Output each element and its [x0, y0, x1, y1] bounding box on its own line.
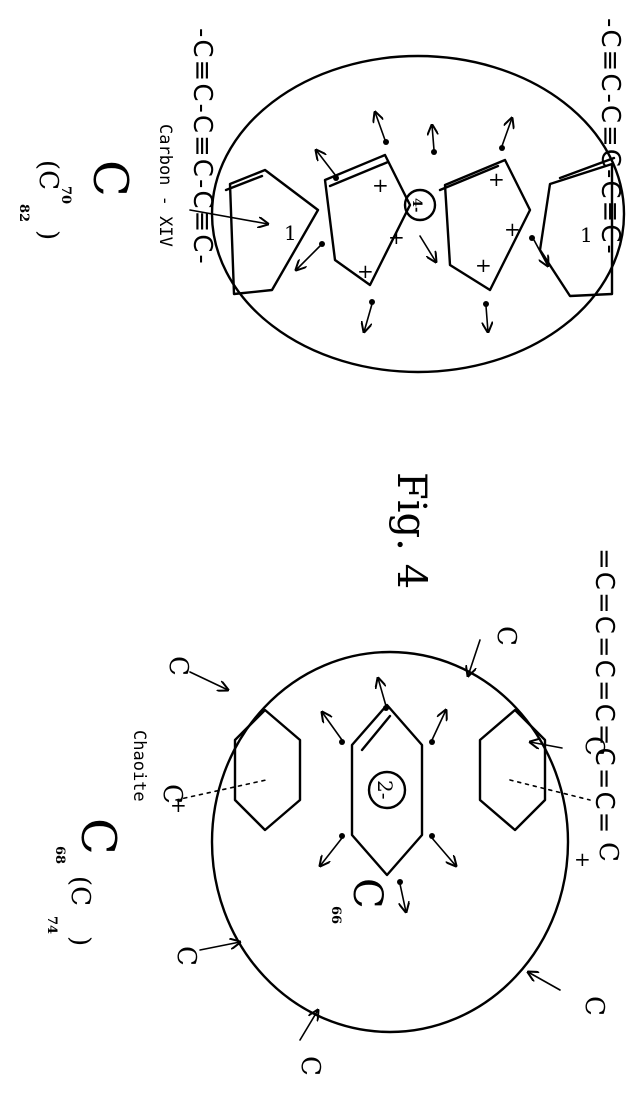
formula-c68: C	[70, 818, 126, 855]
arrow	[199, 942, 240, 951]
center-charge-circle	[367, 770, 407, 810]
arrow	[419, 235, 436, 262]
electron-dot	[429, 739, 435, 745]
arrow	[400, 883, 406, 912]
arrow	[431, 837, 456, 866]
plus-charge: +	[372, 173, 389, 197]
arrow	[468, 639, 481, 676]
formula-c82-close: )	[33, 230, 63, 240]
plus-charge: +	[504, 217, 521, 241]
formula-c74-close: )	[65, 936, 95, 946]
chaoite-formula: C 68 (C 74 )	[44, 818, 126, 946]
dotted-bond	[175, 779, 267, 801]
pentagon-upper-right	[538, 162, 614, 298]
radical-c: C	[295, 1056, 325, 1076]
chaoite-label: Chaoite	[129, 730, 149, 802]
electron-dot	[319, 241, 325, 247]
inner-pentagon-left	[323, 153, 412, 287]
arrow	[533, 239, 548, 266]
hexagon-left	[233, 708, 302, 832]
inner-formula-c66: C	[344, 878, 390, 909]
label-pointer-arrow	[189, 209, 268, 224]
electron-dot	[369, 299, 375, 305]
edge-charge-label-right: 1	[580, 223, 593, 247]
electron-dot	[339, 833, 345, 839]
carbon-cage-ellipse	[210, 54, 626, 374]
figure-label: Fig. 4	[388, 472, 434, 589]
formula-c68-subscript: 68	[52, 846, 67, 864]
inner-pentagon-left-double	[328, 160, 390, 188]
pentagon-upper-left	[228, 168, 320, 296]
plus-charge: +	[488, 167, 505, 191]
radical-carbons: C C C C C C C C + +	[157, 626, 623, 1076]
radical-c: C	[491, 626, 521, 646]
electron-arrows	[320, 678, 456, 912]
arrow	[320, 837, 343, 866]
chain-top: -C≡C-C≡C-C≡C-	[595, 18, 625, 256]
cumulene-chain: =C=C=C=C=C=C=	[589, 548, 619, 835]
formula-c82-subscript: 82	[16, 204, 31, 222]
dotted-bond	[509, 779, 591, 801]
hexagon-right	[478, 708, 547, 832]
pentagon-upper-right-double	[558, 156, 616, 180]
formula-c70: C	[82, 160, 138, 197]
hexagon-center-double	[360, 714, 392, 752]
radical-c: C	[579, 736, 609, 756]
hexagon-center	[350, 703, 424, 877]
arrow	[316, 150, 337, 177]
arrow	[299, 1010, 318, 1041]
formula-c70-subscript: 70	[58, 186, 73, 204]
plus-charge: +	[388, 225, 405, 249]
plus-charge: +	[574, 847, 591, 871]
arrow	[501, 118, 512, 147]
arrow	[530, 742, 563, 748]
formula-c74-open: (C	[65, 876, 95, 906]
electron-dot	[333, 175, 339, 181]
arrow	[432, 125, 434, 151]
center-charge-label: 2-	[373, 780, 397, 799]
electron-dot	[383, 139, 389, 145]
radical-c: C	[579, 996, 609, 1016]
electron-dot	[429, 833, 435, 839]
carbon-xiv-diagram: -C≡C-C≡C-C≡C- -C≡C-C≡C-C≡C- 1 1 + + + + …	[16, 18, 626, 374]
plus-charge: +	[357, 259, 374, 283]
electron-dot	[483, 301, 489, 307]
arrow	[322, 712, 343, 741]
center-charge-circle	[403, 188, 437, 222]
carbon-xiv-label: Carbon - XIV	[155, 124, 175, 247]
electron-dot	[339, 739, 345, 745]
electron-arrows	[296, 112, 548, 332]
inner-pentagon-right	[443, 158, 532, 292]
chaoite-cage-ellipse	[210, 650, 570, 1034]
plus-charge: +	[475, 253, 492, 277]
radical-c: C	[593, 842, 623, 862]
arrow	[486, 305, 488, 332]
formula-c82-open: (C	[33, 160, 63, 190]
arrow	[375, 112, 386, 141]
electron-dot	[499, 145, 505, 151]
inner-formula-c66-subscript: 66	[328, 906, 343, 924]
arrow	[189, 671, 228, 690]
electron-dot	[431, 149, 437, 155]
electron-dot	[383, 705, 389, 711]
radical-c: C	[163, 656, 193, 676]
electron-dot	[397, 879, 403, 885]
center-charge-label: 4-	[409, 198, 424, 212]
pentagon-upper-left-double	[224, 174, 264, 192]
chaoite-diagram: =C=C=C=C=C=C= 2- C 66	[44, 548, 623, 1076]
edge-charge-label: 1	[284, 221, 297, 245]
formula-c74-subscript: 74	[44, 916, 59, 934]
carbon-xiv-formula: C 70 (C 82 )	[16, 160, 138, 240]
arrow	[378, 678, 387, 707]
arrow	[296, 245, 321, 270]
radical-c: C	[171, 946, 201, 966]
electron-dot	[529, 235, 535, 241]
plus-charge: +	[170, 793, 187, 817]
arrow	[431, 710, 446, 741]
inner-pentagon-right-double	[438, 164, 500, 192]
arrow	[364, 303, 373, 332]
arrow	[528, 972, 561, 991]
